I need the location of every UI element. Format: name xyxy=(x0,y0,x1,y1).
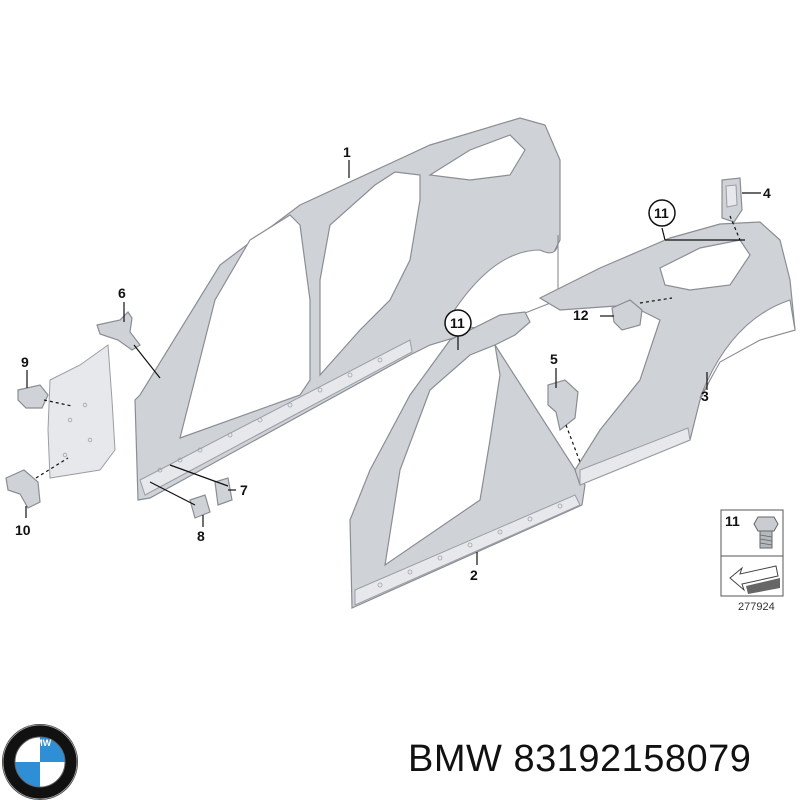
svg-text:11: 11 xyxy=(654,205,669,221)
callout-8: 8 xyxy=(197,528,205,544)
bracket-part-5 xyxy=(547,379,579,432)
legend-part-number: 11 xyxy=(725,513,740,529)
reinforcement-panel xyxy=(47,344,116,479)
caption-part-code: 83192158079 xyxy=(513,738,752,780)
bracket-part-9 xyxy=(17,384,49,409)
callout-6: 6 xyxy=(118,285,126,301)
leader-lines xyxy=(25,160,761,565)
callout-1: 1 xyxy=(343,144,351,160)
callout-7: 7 xyxy=(240,482,248,498)
callout-5: 5 xyxy=(550,351,558,367)
bracket-part-10 xyxy=(5,469,41,509)
side-frame-rear-part-3 xyxy=(538,221,796,486)
callout-2: 2 xyxy=(470,567,478,583)
callout-4: 4 xyxy=(763,185,771,201)
bracket-part-4 xyxy=(721,177,743,223)
legend-reference-number: 277924 xyxy=(738,601,775,613)
bmw-logo-lettering: BMW xyxy=(29,738,52,748)
bracket-part-6 xyxy=(96,311,141,351)
bmw-logo: BMW xyxy=(2,724,78,800)
plate-part-8 xyxy=(189,494,211,519)
legend-box: 11 277924 xyxy=(720,509,784,613)
plate-part-7 xyxy=(214,477,233,506)
reference-arrow-icon xyxy=(729,565,780,594)
bracket-part-12 xyxy=(611,299,643,331)
caption-part-number: BMW 83192158079 xyxy=(408,738,751,781)
callout-9: 9 xyxy=(21,354,29,370)
callout-11-front: 11 xyxy=(444,309,472,337)
bolt-icon xyxy=(753,516,779,549)
callout-3: 3 xyxy=(701,388,709,404)
caption-brand: BMW xyxy=(408,738,503,780)
side-frame-part-1 xyxy=(134,117,561,501)
side-frame-front-part-2 xyxy=(349,311,586,609)
callout-10: 10 xyxy=(15,522,31,538)
svg-text:11: 11 xyxy=(450,315,465,331)
callout-11-rear: 11 xyxy=(648,199,676,227)
callout-12: 12 xyxy=(573,307,589,323)
